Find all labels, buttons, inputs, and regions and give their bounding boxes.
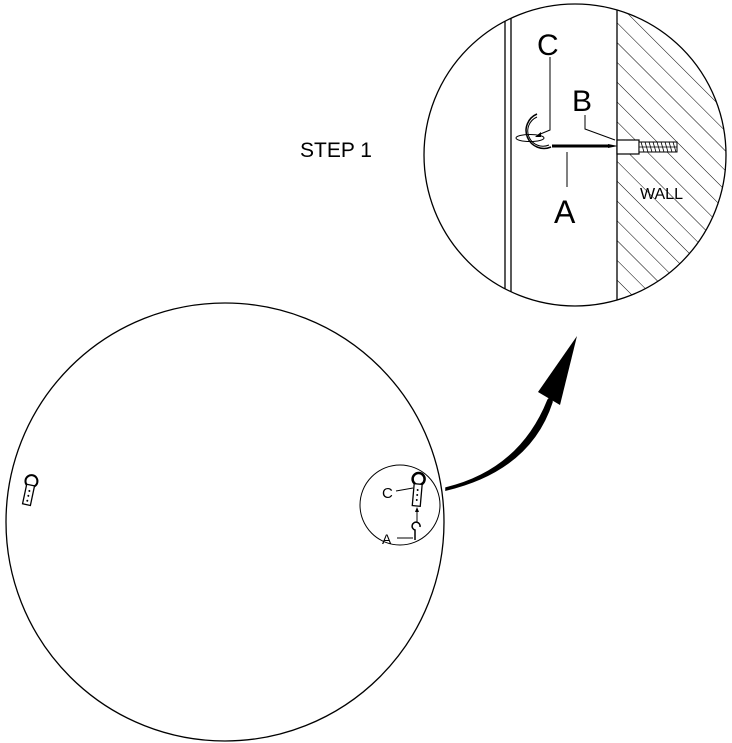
leader-line-c bbox=[537, 57, 551, 136]
overview-label-a: A bbox=[382, 531, 392, 547]
wall-anchor-b bbox=[616, 139, 678, 155]
wall-hatch bbox=[617, 4, 726, 306]
magnify-circle bbox=[359, 464, 441, 546]
leader-line-c-small bbox=[395, 487, 414, 492]
leader-line-b bbox=[584, 115, 616, 141]
mirror-outline bbox=[5, 302, 445, 742]
wall-label: WALL bbox=[640, 186, 683, 203]
right-hanger-bracket-icon bbox=[411, 471, 426, 507]
curved-arrow-head bbox=[538, 336, 577, 405]
curved-arrow bbox=[445, 397, 553, 491]
step-label: STEP 1 bbox=[300, 139, 372, 162]
left-hanger-bracket-icon bbox=[21, 474, 39, 507]
overview-label-c: C bbox=[382, 485, 393, 502]
label-a: A bbox=[554, 194, 576, 230]
hook-icon bbox=[525, 113, 552, 150]
label-b: B bbox=[572, 85, 592, 118]
hook-small-icon bbox=[411, 521, 421, 540]
label-c: C bbox=[537, 29, 559, 62]
arrow-up-small-head bbox=[415, 507, 419, 512]
detail-circle bbox=[423, 3, 727, 307]
